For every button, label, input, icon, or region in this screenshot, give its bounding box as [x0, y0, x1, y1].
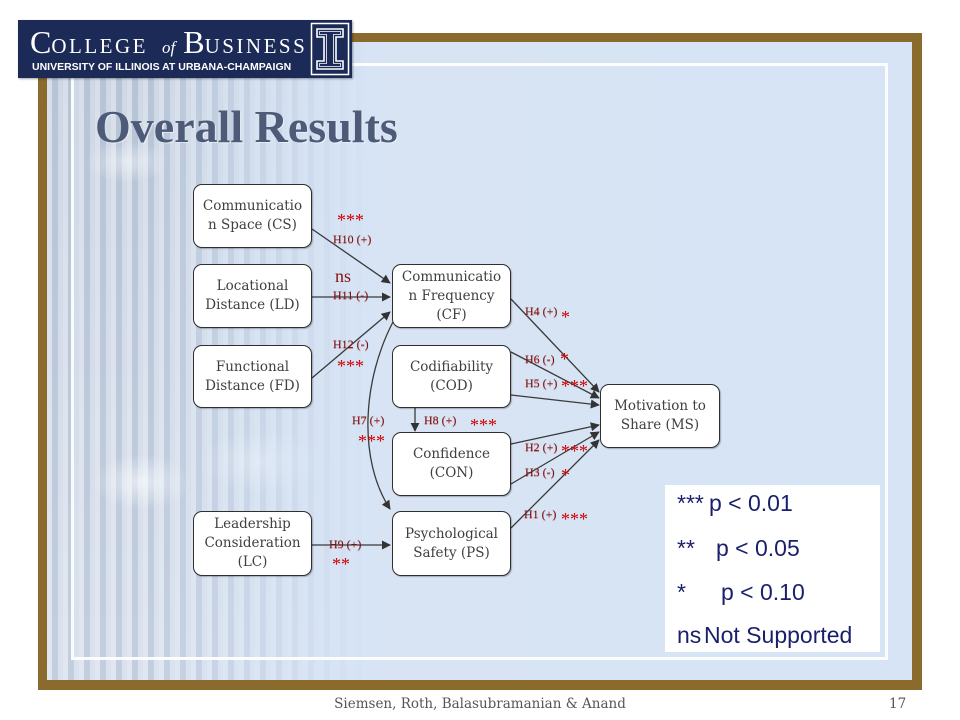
h5-label: H5 (+): [525, 376, 558, 390]
arrow-h2: [510, 422, 600, 445]
h6-label: H6 (-): [525, 352, 555, 366]
h9-label: H9 (+): [329, 537, 362, 551]
h7-significance: ***: [358, 431, 385, 451]
arrow-h4: [510, 298, 600, 393]
logo-of: of: [162, 38, 176, 57]
logo-business-initial: B: [183, 24, 205, 60]
node-line: Motivation to: [614, 398, 706, 414]
h11-label: H11 (-): [333, 288, 369, 302]
legend-symbol: *: [677, 579, 686, 605]
node-line: (CF): [436, 306, 467, 323]
legend-text: p < 0.05: [716, 535, 800, 561]
h4-label: H4 (+): [525, 304, 558, 318]
logo-university-name: UNIVERSITY OF ILLINOIS AT URBANA-CHAMPAI…: [32, 61, 292, 73]
node-line: Safety (PS): [413, 544, 490, 561]
h9-significance: **: [332, 554, 350, 574]
arrow-h7: [367, 319, 395, 510]
arrow-h12: [311, 311, 391, 379]
logo-college-initial: C: [30, 24, 52, 60]
node-locational-distance: Locational Distance (LD): [193, 264, 312, 328]
h8-significance: ***: [470, 415, 497, 435]
footer-page-number: 17: [889, 696, 907, 712]
node-line: Confidence: [412, 446, 491, 462]
arrow-h6: [510, 351, 600, 399]
node-line: Distance (LD): [205, 297, 300, 313]
node-line: Consideration: [204, 535, 301, 551]
h5-significance: ***: [561, 376, 588, 396]
node-line: Communicatio: [202, 198, 303, 214]
h10-label: H10 (+): [333, 232, 372, 246]
node-line: Share (MS): [620, 417, 700, 433]
node-codifiability: Codifiability (COD): [392, 345, 511, 408]
h7-label: H7 (+): [352, 413, 385, 427]
legend-symbol: ns: [677, 622, 702, 648]
node-line: Leadership: [214, 516, 291, 532]
h1-significance: ***: [561, 509, 588, 529]
arrow-h3: [510, 431, 600, 485]
node-psychological-safety: Psychological Safety (PS): [392, 511, 511, 576]
h12-significance: ***: [337, 356, 364, 376]
node-communication-space: Communicatio n Space (CS): [193, 184, 312, 248]
college-logo: COLLEGE of BUSINESS UNIVERSITY OF ILLINOIS…: [18, 20, 352, 78]
legend-symbol: **: [677, 535, 695, 561]
node-confidence: Confidence (CON): [392, 432, 511, 496]
node-line: Locational: [216, 278, 289, 294]
node-functional-distance: Functional Distance (FD): [193, 345, 312, 408]
node-line: Psychological: [405, 525, 498, 542]
node-line: n Frequency: [408, 287, 495, 304]
node-line: Codifiability: [409, 358, 494, 375]
legend-text: p < 0.01: [709, 490, 793, 516]
legend-row: *** p < 0.01: [665, 490, 880, 516]
h10-significance: ***: [337, 210, 364, 230]
logo-business-rest: USINESS: [204, 34, 308, 58]
node-line: Distance (FD): [205, 377, 300, 394]
legend-row: ** p < 0.05: [665, 535, 880, 561]
legend-text: Not Supported: [704, 622, 853, 648]
h4-significance: *: [561, 307, 570, 327]
node-line: (COD): [430, 377, 473, 394]
node-line: (CON): [429, 465, 474, 481]
h3-label: H3 (-): [525, 465, 555, 479]
legend-row: ns Not Supported: [665, 622, 880, 648]
block-i-icon: [310, 22, 350, 76]
footer-authors: Siemsen, Roth, Balasubramanian & Anand: [334, 696, 626, 712]
node-line: Functional: [215, 358, 290, 375]
significance-legend: *** p < 0.01 ** p < 0.05 * p < 0.10 ns N…: [665, 485, 880, 652]
logo-college-rest: OLLEGE: [51, 34, 148, 58]
h1-label: H1 (+): [524, 507, 557, 521]
node-line: n Space (CS): [208, 217, 297, 233]
h12-label: H12 (-): [333, 337, 369, 351]
node-communication-frequency: Communicatio n Frequency (CF): [392, 264, 511, 328]
h8-label: H8 (+): [424, 413, 457, 427]
h2-significance: ***: [561, 441, 588, 461]
slide-title: Overall Results: [95, 101, 398, 152]
inner-border-line: [71, 63, 888, 660]
logo-college-name: COLLEGE of BUSINESS: [30, 26, 307, 65]
h6-significance: *: [560, 349, 569, 369]
node-line: (LC): [237, 554, 268, 570]
node-leadership-consideration: Leadership Consideration (LC): [193, 511, 312, 576]
legend-row: * p < 0.10: [665, 579, 880, 605]
node-motivation-to-share: Motivation to Share (MS): [600, 384, 720, 448]
legend-symbol: ***: [677, 490, 704, 516]
arrow-h1: [510, 439, 600, 529]
node-line: Communicatio: [401, 268, 502, 285]
arrow-h10: [311, 228, 391, 284]
h11-significance: ns: [335, 266, 352, 286]
h2-label: H2 (+): [525, 440, 558, 454]
legend-text: p < 0.10: [721, 579, 805, 605]
h3-significance: *: [561, 465, 570, 485]
arrow-h5: [510, 394, 600, 409]
